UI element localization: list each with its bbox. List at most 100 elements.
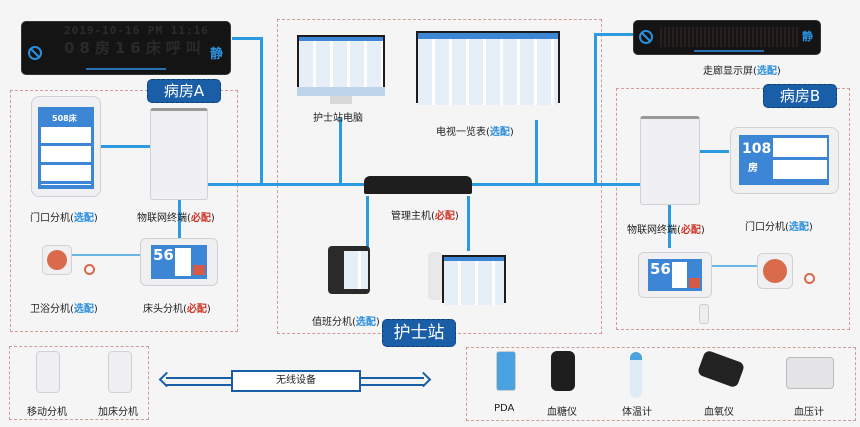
tv-screen xyxy=(418,33,558,105)
door-unit-b-screen: 108 房 xyxy=(739,135,829,185)
mobile-unit-2 xyxy=(108,351,132,393)
quiet-sign: 静 xyxy=(210,47,224,62)
pda-device xyxy=(496,351,516,391)
nurse-tablet-phone xyxy=(428,252,442,300)
bath-a-wire xyxy=(70,254,142,256)
pull-cord-icon xyxy=(804,273,815,284)
management-host xyxy=(364,176,472,194)
bedside-panel xyxy=(672,262,687,288)
bedside-button-red xyxy=(193,265,205,275)
pc-screen xyxy=(299,37,383,88)
bedside-panel xyxy=(175,248,191,276)
iot-b-bedside-wire xyxy=(668,204,671,248)
door-unit-a-label: 门口分机(选配) xyxy=(30,213,98,224)
tv-wire xyxy=(535,120,538,184)
call-button xyxy=(47,250,67,270)
door-unit-a-screen: 508床 xyxy=(38,107,94,189)
led-left-wire-v xyxy=(260,37,263,185)
duty-phone xyxy=(328,246,370,294)
patient-cards xyxy=(41,127,91,185)
led-brand-bar xyxy=(694,50,764,52)
nurse-pc-label: 护士站电脑 xyxy=(313,113,363,124)
nurse-station-tag: 护士站 xyxy=(382,319,456,347)
glucose-meter-label: 血糖仪 xyxy=(547,407,577,418)
ward-b-tag: 病房B xyxy=(763,84,837,108)
room-label: 508床 xyxy=(52,114,77,123)
iot-terminal-a-label: 物联网终端(必配) xyxy=(137,213,215,224)
nurse-tablet-screen xyxy=(444,257,504,305)
glucose-meter xyxy=(551,351,575,391)
led-brand-bar xyxy=(86,68,166,70)
led-call-text: 08房16床呼叫 xyxy=(64,39,206,57)
led-right-wire-v xyxy=(594,33,597,185)
led-right-wire-h xyxy=(594,33,634,36)
door-b-wire xyxy=(699,150,729,153)
iot-terminal-b xyxy=(640,116,700,205)
handset-cord-icon xyxy=(699,304,709,324)
pc-wire xyxy=(339,118,342,184)
medical-zone xyxy=(466,347,856,421)
door-unit-b: 108 房 xyxy=(730,127,839,194)
duty-phone-screen xyxy=(344,251,368,289)
pc-stand xyxy=(330,96,352,104)
ward-a-tag: 病房A xyxy=(147,79,221,103)
door-unit-a: 508床 xyxy=(31,96,101,197)
led-dots xyxy=(660,27,798,47)
door-unit-b-label: 门口分机(选配) xyxy=(745,222,813,233)
duty-phone-label: 值班分机(选配) xyxy=(312,317,380,328)
tv-board-label: 电视一览表(选配) xyxy=(436,127,514,138)
wireless-arrow-right xyxy=(358,377,424,386)
bedside-unit-b: 56 xyxy=(638,252,712,298)
host-tablet-wire xyxy=(467,196,470,251)
tv-board xyxy=(416,31,560,105)
no-smoking-icon xyxy=(28,46,42,60)
ward-a-zone xyxy=(10,90,238,332)
iot-terminal-a xyxy=(150,108,208,200)
ward-b-zone xyxy=(616,88,850,330)
door-a-wire xyxy=(101,145,151,148)
pc-chin xyxy=(297,87,385,96)
no-smoking-icon xyxy=(639,30,653,44)
bedside-screen: 56 xyxy=(151,245,207,279)
mobile-zone xyxy=(9,346,149,420)
wireless-arrow-left xyxy=(166,377,232,386)
bath-b-wire xyxy=(710,265,760,267)
bathroom-unit-a xyxy=(42,245,72,275)
room-number: 108 xyxy=(742,141,772,157)
pull-cord-icon xyxy=(84,264,95,275)
wireless-label-box: 无线设备 xyxy=(231,370,361,392)
nurse-tablet xyxy=(442,255,506,305)
iot-a-bedside-wire xyxy=(178,196,181,238)
blood-pressure-meter xyxy=(786,357,834,389)
bathroom-unit-a-label: 卫浴分机(选配) xyxy=(30,304,98,315)
management-host-label: 管理主机(必配) xyxy=(391,211,459,222)
mobile-unit-1 xyxy=(36,351,60,393)
iot-terminal-b-label: 物联网终端(必配) xyxy=(627,225,705,236)
nurse-pc xyxy=(297,35,385,88)
call-button xyxy=(763,259,787,283)
led-left-wire-h xyxy=(232,37,262,40)
bedside-unit-a-label: 床头分机(必配) xyxy=(143,304,211,315)
wireless-label: 无线设备 xyxy=(276,375,316,386)
bathroom-unit-b xyxy=(757,253,793,289)
bed-number: 56 xyxy=(650,260,671,278)
quiet-sign: 静 xyxy=(802,30,813,43)
host-duty-wire xyxy=(366,196,369,251)
mobile-unit-2-label: 加床分机 xyxy=(98,407,138,418)
patient-cards xyxy=(773,138,827,182)
mobile-unit-1-label: 移动分机 xyxy=(27,407,67,418)
bedside-unit-a: 56 xyxy=(140,238,218,286)
led-display-left: 2019-10-16 PM 11:16 08房16床呼叫 静 xyxy=(21,21,231,75)
corridor-display-label: 走廊显示屏(选配) xyxy=(703,66,781,77)
bedside-screen: 56 xyxy=(648,259,702,291)
bedside-button-red xyxy=(689,278,700,288)
room-suffix: 房 xyxy=(748,163,758,174)
bed-number: 56 xyxy=(153,246,174,264)
oximeter-label: 血氧仪 xyxy=(704,407,734,418)
thermometer xyxy=(630,352,642,398)
led-datetime: 2019-10-16 PM 11:16 xyxy=(64,24,209,37)
thermometer-label: 体温计 xyxy=(622,407,652,418)
blood-pressure-meter-label: 血压计 xyxy=(794,407,824,418)
led-display-right: 静 xyxy=(633,20,821,55)
pda-label: PDA xyxy=(494,403,515,414)
